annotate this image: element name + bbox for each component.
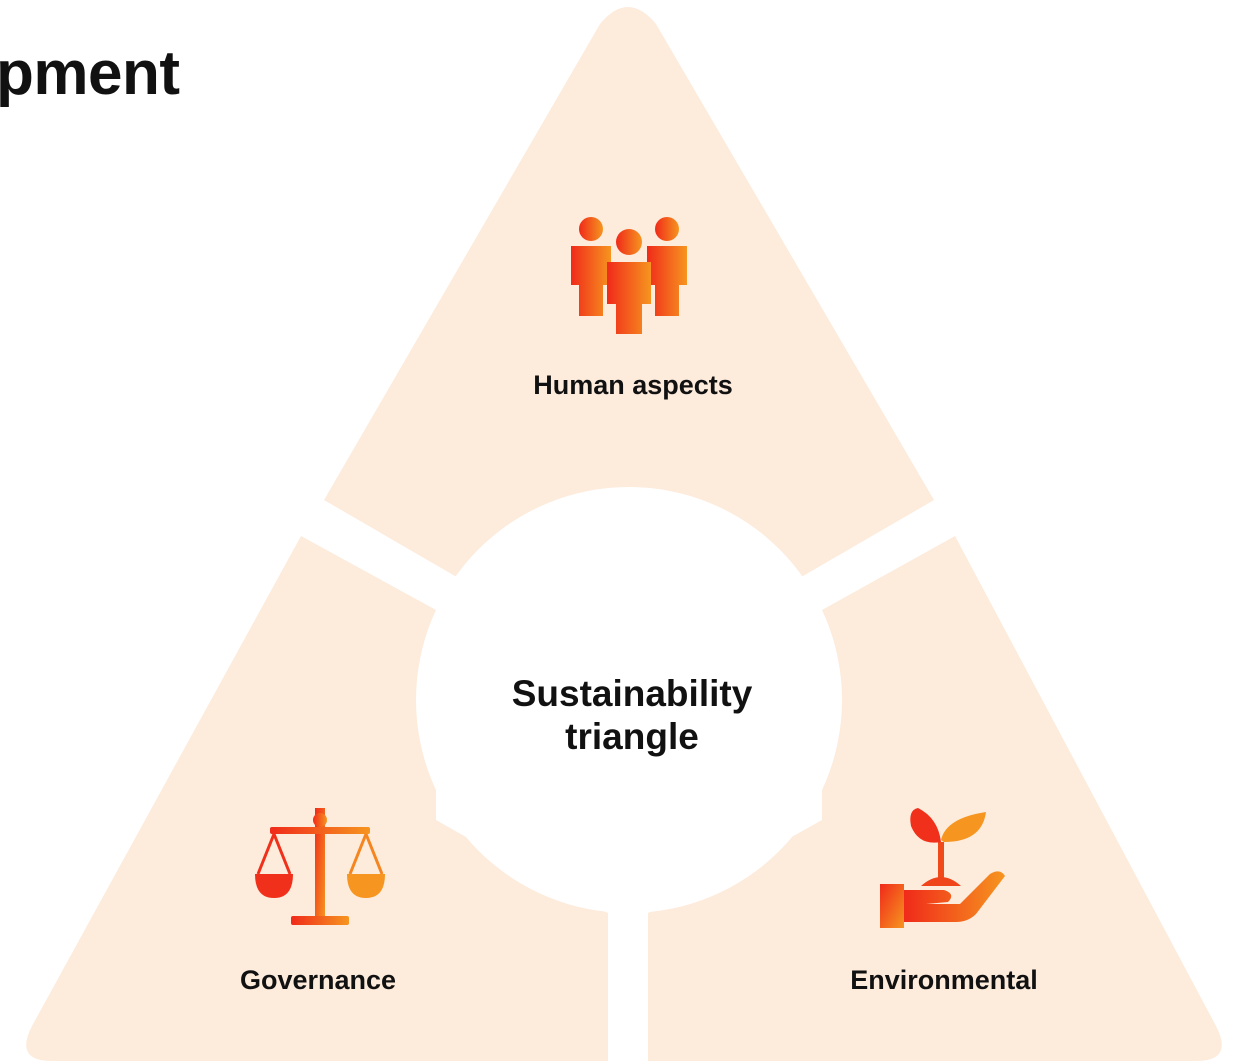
center-label-line-1: Sustainability xyxy=(512,673,753,714)
plant-in-hand-icon xyxy=(880,808,1005,928)
segment-label-environmental: Environmental xyxy=(850,965,1038,995)
scales-icon xyxy=(255,808,385,925)
center-circle xyxy=(416,487,842,913)
center-label-line-2: triangle xyxy=(565,716,699,757)
segment-label-governance: Governance xyxy=(240,965,396,995)
segment-governance xyxy=(26,536,608,1061)
segment-environmental xyxy=(648,536,1222,1061)
people-icon xyxy=(571,217,687,334)
segment-label-human-aspects: Human aspects xyxy=(533,370,733,400)
page-heading: pment xyxy=(0,39,180,108)
